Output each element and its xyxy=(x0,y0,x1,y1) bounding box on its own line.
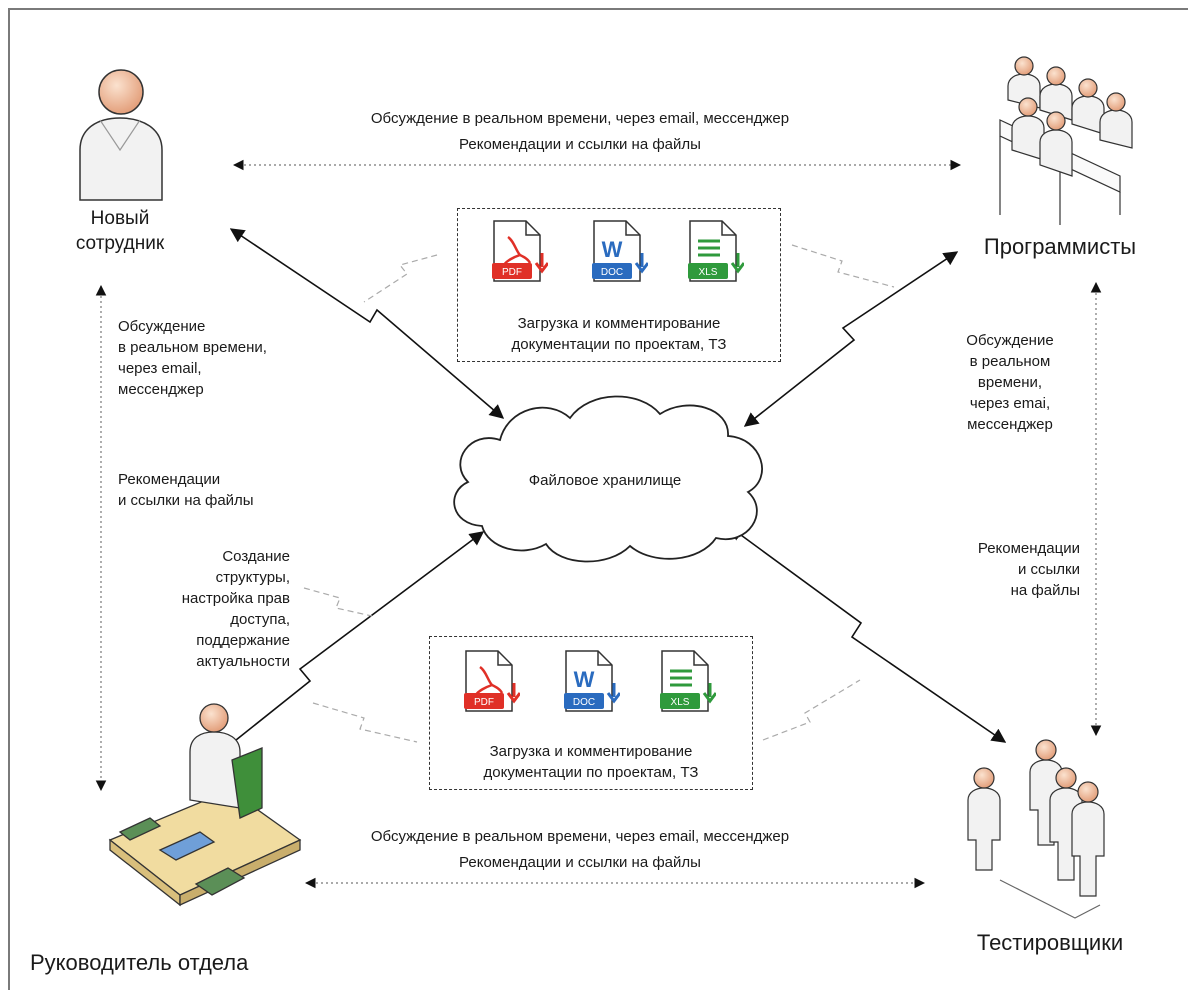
left-link-recommend-label: Рекомендации и ссылки на файлы xyxy=(118,471,254,509)
cloud-shape xyxy=(453,395,763,563)
pdf-file-icon: PDF xyxy=(462,649,522,713)
bottom-link-label-1: Обсуждение в реальном времени, через ema… xyxy=(370,828,790,845)
lightning-new-employee xyxy=(229,228,505,419)
faint-link-bottom-left-2 xyxy=(312,702,418,743)
lightning-testers xyxy=(728,526,1007,743)
xls-file-icon: XLS xyxy=(658,649,718,713)
lightning-programmers xyxy=(743,251,959,427)
faint-link-bottom-right xyxy=(762,679,861,741)
svg-text:DOC: DOC xyxy=(573,697,595,708)
actor-label-testers: Тестировщики xyxy=(976,930,1124,955)
doc-box-bottom: PDF W DOC XLS Загрузка и комментирование… xyxy=(429,636,753,790)
svg-text:PDF: PDF xyxy=(502,267,522,278)
svg-text:W: W xyxy=(602,237,623,262)
svg-text:PDF: PDF xyxy=(474,697,494,708)
doc-box-top: PDF W DOC XLS Загрузка и комментирование… xyxy=(457,208,781,362)
programmers-figure xyxy=(999,56,1133,225)
testers-figure xyxy=(967,739,1105,919)
cloud-label: Файловое хранилище xyxy=(528,472,682,489)
svg-text:W: W xyxy=(574,667,595,692)
top-link-label-2: Рекомендации и ссылки на файлы xyxy=(459,136,701,153)
lightning-head xyxy=(225,531,485,749)
diagram-frame xyxy=(8,8,1188,990)
svg-text:XLS: XLS xyxy=(671,697,690,708)
actor-label-new-employee: Новый сотрудник xyxy=(75,208,165,254)
faint-link-top-left xyxy=(363,254,438,303)
faint-link-top-right xyxy=(791,244,895,288)
left-link-discussion-label: Обсуждение в реальном времени, через ema… xyxy=(118,318,267,398)
pdf-file-icon: PDF xyxy=(490,219,550,283)
svg-text:DOC: DOC xyxy=(601,267,623,278)
actor-label-department-head: Руководитель отдела xyxy=(30,950,249,975)
top-link-label-1: Обсуждение в реальном времени, через ema… xyxy=(370,110,790,127)
admin-note-label: Создание структуры, настройка прав досту… xyxy=(181,548,290,670)
svg-text:XLS: XLS xyxy=(699,267,718,278)
xls-file-icon: XLS xyxy=(686,219,746,283)
new-employee-figure xyxy=(79,69,163,201)
right-link-discussion-label: Обсуждение в реальном времени, через ema… xyxy=(966,332,1054,433)
doc-box-bottom-caption: Загрузка и комментирование документации … xyxy=(483,743,699,781)
bottom-link-label-2: Рекомендации и ссылки на файлы xyxy=(459,854,701,871)
department-head-figure xyxy=(108,703,302,907)
actor-label-programmers: Программисты xyxy=(983,234,1137,259)
faint-link-bottom-left-1 xyxy=(303,587,373,617)
right-link-recommend-label: Рекомендации и ссылки на файлы xyxy=(977,540,1080,599)
doc-box-top-caption: Загрузка и комментирование документации … xyxy=(511,315,727,353)
doc-file-icon: W DOC xyxy=(562,649,622,713)
doc-file-icon: W DOC xyxy=(590,219,650,283)
